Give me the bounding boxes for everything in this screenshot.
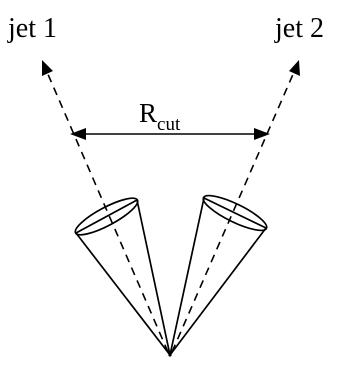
r-cut-symbol: R — [139, 98, 157, 128]
jet-2-label: jet 2 — [274, 13, 324, 44]
jet-2-axis — [172, 60, 300, 352]
jet-2-arrowhead — [289, 60, 300, 76]
r-cut-subscript: cut — [157, 114, 181, 135]
jet-2-cone — [170, 190, 270, 355]
r-cut-arrowhead-right — [254, 128, 270, 140]
cone-apex — [168, 353, 171, 356]
jet-1-arrowhead — [42, 60, 53, 76]
r-cut-label: Rcut — [139, 98, 181, 135]
jet-1-cone — [71, 192, 170, 355]
jet-1-label: jet 1 — [7, 13, 57, 44]
